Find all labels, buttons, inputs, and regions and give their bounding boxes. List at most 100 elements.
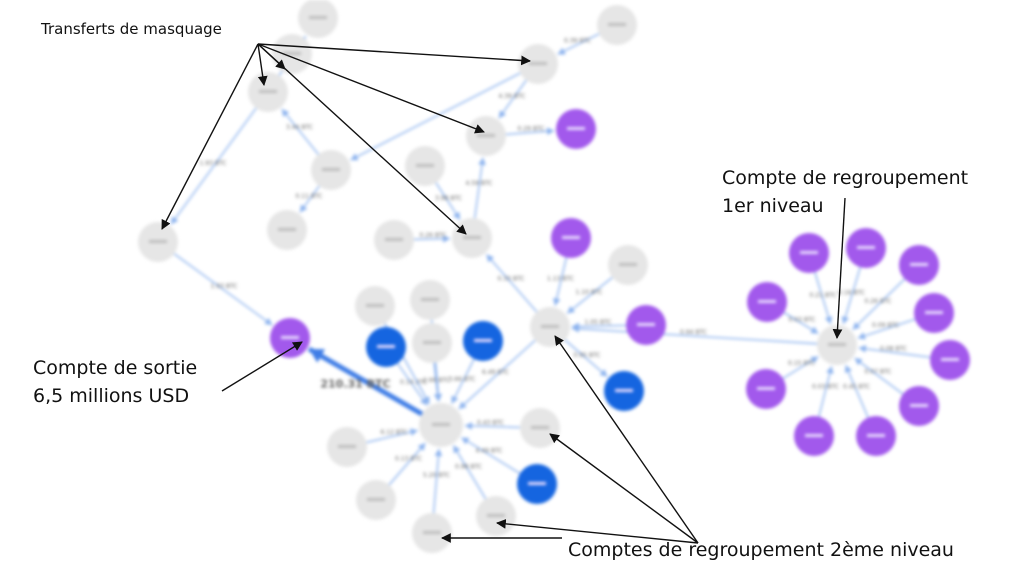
edge-amount-label: 0.43 BTC bbox=[477, 420, 504, 427]
edge-n17-n21 bbox=[564, 339, 608, 378]
node-n21-caption bbox=[615, 389, 633, 392]
edge-n10-n3-arrowhead bbox=[281, 109, 290, 117]
edge-n12-n6 bbox=[474, 157, 484, 219]
edge-n5-n4-arrowhead bbox=[557, 47, 566, 55]
node-n30-caption bbox=[367, 498, 385, 501]
edge-amount-label: 1.93 BTC bbox=[211, 283, 238, 290]
edge-amount-label: 3.66 BTC bbox=[449, 376, 476, 383]
edge-amount-label: 4.49 BTC bbox=[476, 448, 503, 455]
edge-n6-n7-arrowhead bbox=[546, 127, 555, 136]
edge-r2-h-arrowhead bbox=[824, 316, 833, 324]
edge-h-n17 bbox=[571, 327, 818, 345]
edge-n17-n24 bbox=[458, 339, 536, 410]
edge-amount-label: 1.13 BTC bbox=[547, 276, 574, 283]
node-n8-caption bbox=[149, 240, 167, 243]
edge-n9-n12 bbox=[435, 182, 461, 220]
node-r4-caption bbox=[910, 263, 928, 266]
edge-n17-n12 bbox=[485, 254, 538, 313]
edge-amount-label: 0.15 BTC bbox=[788, 360, 815, 367]
edge-amount-label: 210.31 BTC bbox=[320, 378, 390, 391]
edge-amount-label: 3.98 BTC bbox=[435, 195, 462, 202]
node-n9-caption bbox=[416, 164, 434, 167]
node-r8-caption bbox=[867, 434, 885, 437]
edge-r6-h-arrowhead bbox=[858, 344, 867, 353]
edge-amount-label: 1.05 BTC bbox=[585, 319, 612, 326]
node-n16-caption bbox=[637, 323, 655, 326]
level1-label-line2: 1er niveau bbox=[722, 195, 824, 217]
edge-amount-label: 5.20 BTC bbox=[423, 472, 450, 479]
edge-amount-label: 0.39 BTC bbox=[564, 38, 591, 45]
edge-h-n17-arrowhead bbox=[571, 324, 580, 333]
node-r3-caption bbox=[857, 246, 875, 249]
node-n27-caption bbox=[528, 482, 546, 485]
masking-arrow-5 bbox=[257, 43, 485, 134]
edge-n24-n18-arrowhead bbox=[309, 348, 326, 363]
edge-n24-n18 bbox=[307, 346, 424, 417]
level2-arrow-2 bbox=[549, 433, 699, 544]
node-n29-caption bbox=[423, 531, 441, 534]
edge-n26-n24 bbox=[464, 425, 521, 429]
masking-arrow-4 bbox=[257, 43, 531, 66]
edge-n3-n8-arrowhead bbox=[171, 216, 179, 225]
edge-n8-n18 bbox=[173, 253, 273, 326]
edge-amount-label: 6.49 BTC bbox=[482, 369, 509, 376]
edge-amount-label: 0.33 BTC bbox=[498, 276, 525, 283]
nodes-layer bbox=[138, 0, 970, 553]
node-n12-caption bbox=[463, 236, 481, 239]
edge-n29-n24 bbox=[432, 448, 440, 514]
edge-amount-label: 0.94 BTC bbox=[680, 329, 707, 336]
edge-n31-n24 bbox=[366, 429, 418, 444]
level2-arrow-3 bbox=[496, 518, 699, 544]
node-r7-caption bbox=[910, 404, 928, 407]
node-n17-caption bbox=[541, 325, 559, 328]
node-r5-caption bbox=[925, 311, 943, 314]
edge-amount-label: 0.98 BTC bbox=[455, 464, 482, 471]
exit-arrow bbox=[221, 341, 303, 392]
edge-r8-h bbox=[845, 364, 869, 418]
edge-n14-n17 bbox=[554, 257, 568, 306]
edge-n9-n12-arrowhead bbox=[452, 211, 460, 220]
edge-n13-n12-arrowhead bbox=[442, 234, 451, 243]
edge-n25-n24 bbox=[451, 358, 475, 404]
edge-n3-n8 bbox=[170, 107, 257, 225]
edge-r5-h-arrowhead bbox=[857, 332, 866, 340]
edge-n28-n24-arrowhead bbox=[453, 445, 461, 454]
node-n22-caption bbox=[366, 304, 384, 307]
edge-n17-n21-arrowhead bbox=[599, 369, 608, 377]
node-n26-caption bbox=[531, 426, 549, 429]
edge-n26-n24-arrowhead bbox=[464, 422, 473, 430]
edge-amount-label: 0.09 BTC bbox=[872, 322, 899, 329]
edge-n10-n3 bbox=[281, 108, 319, 155]
edge-n23-n24-arrowhead bbox=[434, 393, 443, 402]
edge-amount-label: 0.26 BTC bbox=[420, 232, 447, 239]
exit-account-label: Compte de sortie 6,5 millions USD bbox=[33, 354, 197, 410]
edge-r7-h bbox=[854, 357, 904, 395]
node-n23-caption bbox=[421, 298, 439, 301]
masking-arrow-2 bbox=[257, 43, 268, 86]
node-n14-caption bbox=[562, 236, 580, 239]
edge-n8-n18-arrowhead bbox=[264, 317, 273, 326]
exit-label-line2: 6,5 millions USD bbox=[33, 385, 190, 407]
edge-n25-n24-arrowhead bbox=[451, 395, 459, 404]
edge-n22-n24-arrowhead bbox=[422, 396, 430, 405]
edge-r2-h bbox=[814, 271, 832, 325]
node-r10-caption bbox=[757, 387, 775, 390]
node-n19-caption bbox=[377, 345, 395, 348]
edge-amount-label: 4.39 BTC bbox=[499, 93, 526, 100]
edge-r9-h bbox=[818, 366, 833, 417]
node-n1-caption bbox=[309, 16, 327, 19]
node-n5-caption bbox=[608, 23, 626, 26]
level1-arrow bbox=[832, 197, 846, 339]
level1-label-line1: Compte de regroupement bbox=[722, 167, 969, 189]
node-n10-caption bbox=[322, 168, 340, 171]
node-n2-caption bbox=[283, 52, 301, 55]
edge-amount-label: 0.07 BTC bbox=[865, 369, 892, 376]
edge-n5-n4 bbox=[557, 33, 600, 55]
masking-arrow-1 bbox=[161, 43, 259, 230]
edge-n15-n17-arrowhead bbox=[567, 305, 576, 314]
edge-n17-n24-arrowhead bbox=[458, 401, 467, 409]
node-n25-caption bbox=[474, 339, 492, 342]
node-n11-caption bbox=[278, 228, 296, 231]
edge-r7-h-arrowhead bbox=[854, 358, 863, 366]
